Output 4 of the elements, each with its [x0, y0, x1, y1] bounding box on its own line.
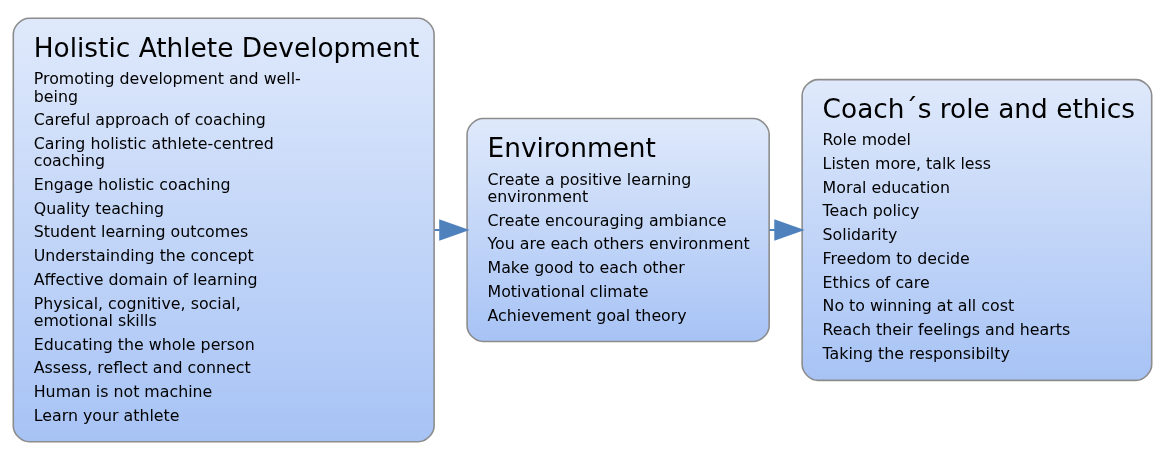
arrow	[768, 218, 805, 241]
node-box: Holistic Athlete Development Promoting development and well-being Careful approach of coaching Caring holistic athlete-centred coaching Engage holistic coaching Quality teaching Student learning outcomes Understainding the concept Affective domain of learning Physical, cognitive, social, emotional skills Educating the whole person Assess, reflect and connect Human is not machine Learn your athlete	[12, 17, 435, 442]
node-box: Environment Create a positive learning environment Create encouraging ambiance You are each others environment Make good to each other Motivational climate Achievement goal theory	[466, 117, 770, 342]
node-box: Coach´s role and ethics Role model Listen more, talk less Moral education Teach policy Solidarity Freedom to decide Ethics of care No to winning at all cost Reach their feelings and hearts Taking the responsibilty	[801, 78, 1153, 381]
